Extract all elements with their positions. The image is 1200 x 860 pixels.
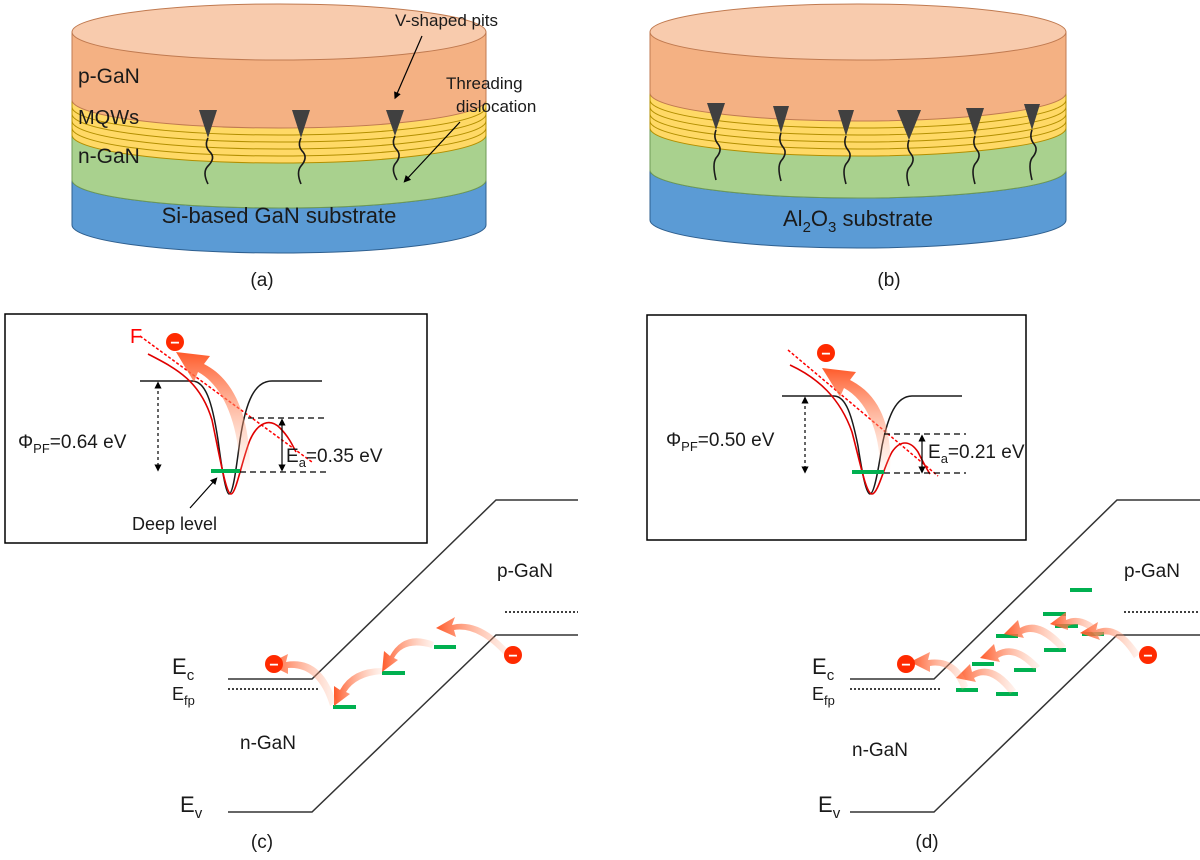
ec-label-d: Ec bbox=[812, 654, 835, 684]
hop-arrow bbox=[1050, 612, 1104, 638]
v-pit bbox=[966, 108, 984, 136]
threading-dislocation bbox=[972, 135, 980, 185]
dislocation-annotation-line2: dislocation bbox=[456, 97, 536, 116]
electron-sign: − bbox=[821, 346, 830, 363]
conduction-band-d bbox=[850, 499, 1200, 680]
electron-sign: − bbox=[901, 657, 910, 674]
v-pit bbox=[386, 110, 404, 136]
threading-dislocation bbox=[906, 139, 914, 187]
v-pit bbox=[773, 106, 789, 133]
p-gan-region-d: p-GaN bbox=[1124, 561, 1180, 582]
electron bbox=[1139, 646, 1157, 664]
electron bbox=[817, 344, 835, 362]
deep-level-label: Deep level bbox=[132, 514, 217, 534]
electron-sign: − bbox=[1143, 648, 1152, 665]
threading-dislocation bbox=[297, 137, 306, 185]
n-gan-label: n-GaN bbox=[78, 145, 140, 168]
electron bbox=[504, 646, 522, 664]
caption-c: (c) bbox=[251, 832, 273, 853]
threading-dislocation bbox=[713, 129, 721, 181]
v-pit bbox=[838, 110, 854, 136]
ea-label: Ea=0.21 eV bbox=[928, 442, 1025, 466]
inset-box-d bbox=[646, 314, 1027, 541]
panel-d: − ΦPF=0.50 eV Ea=0.21 eV Ec Efp Ev n-GaN… bbox=[646, 314, 1200, 853]
field-label: F bbox=[130, 326, 142, 348]
pits-pointer bbox=[394, 35, 423, 100]
threading-dislocation bbox=[843, 135, 851, 185]
hop-arrow bbox=[910, 652, 968, 690]
dislocation-annotation-line1: Threading bbox=[446, 74, 523, 93]
n-gan-region-c: n-GaN bbox=[240, 733, 296, 754]
electron-sign: − bbox=[269, 657, 278, 674]
efp-label-d: Efp bbox=[812, 684, 835, 708]
deep-level-pointer bbox=[189, 477, 218, 509]
electron-sign: − bbox=[170, 335, 179, 352]
substrate-label: Si-based GaN substrate bbox=[162, 203, 397, 228]
threading-dislocation bbox=[778, 132, 786, 182]
caption-d: (d) bbox=[915, 832, 938, 853]
pits-annotation: V-shaped pits bbox=[395, 11, 498, 30]
p-gan-label: p-GaN bbox=[78, 65, 140, 88]
potential-well-black bbox=[140, 380, 322, 495]
hop-arrow bbox=[334, 668, 382, 706]
caption-a: (a) bbox=[250, 270, 273, 291]
ev-label-c: Ev bbox=[180, 792, 203, 822]
panel-c: F − ΦPF=0.64 eV Ea=0.35 eV Deep level Ec… bbox=[4, 313, 578, 853]
emission-arrow bbox=[176, 352, 250, 470]
threading-dislocation bbox=[204, 137, 214, 185]
electron bbox=[265, 655, 283, 673]
threading-dislocation bbox=[392, 135, 400, 181]
v-pit bbox=[897, 110, 921, 140]
hop-arrow bbox=[1004, 620, 1066, 650]
v-pit bbox=[199, 110, 217, 138]
substrate-label-b: Al2O3 substrate bbox=[783, 206, 933, 236]
conduction-band-c bbox=[228, 499, 578, 680]
potential-well-black bbox=[782, 395, 962, 495]
electron bbox=[166, 333, 184, 351]
electron-sign: − bbox=[508, 648, 517, 665]
hop-arrow bbox=[980, 644, 1040, 670]
caption-b: (b) bbox=[877, 270, 900, 291]
emission-arrow bbox=[822, 368, 891, 470]
hop-arrow bbox=[382, 638, 434, 672]
ev-label-d: Ev bbox=[818, 792, 841, 822]
threading-dislocation bbox=[1029, 129, 1037, 181]
valence-band-d bbox=[850, 634, 1200, 813]
ea-label: Ea=0.35 eV bbox=[286, 446, 383, 470]
phi-label: ΦPF=0.64 eV bbox=[18, 432, 127, 456]
hop-arrow bbox=[956, 664, 1016, 694]
electron bbox=[897, 655, 915, 673]
v-pit bbox=[292, 110, 310, 138]
mqws-label: MQWs bbox=[78, 107, 139, 129]
n-gan-region-d: n-GaN bbox=[852, 740, 908, 761]
p-gan-region-c: p-GaN bbox=[497, 561, 553, 582]
efp-label-c: Efp bbox=[172, 684, 195, 708]
hop-arrow bbox=[436, 617, 510, 656]
phi-label: ΦPF=0.50 eV bbox=[666, 430, 775, 454]
v-pit bbox=[707, 103, 725, 130]
valence-band-c bbox=[228, 634, 578, 813]
v-pit bbox=[1024, 104, 1040, 130]
panel-b: Al2O3 substrate (b) bbox=[649, 3, 1067, 291]
potential-well-red bbox=[789, 364, 931, 495]
panel-a: p-GaN MQWs n-GaN Si-based GaN substrate … bbox=[71, 3, 536, 291]
hop-arrow bbox=[268, 654, 336, 706]
field-line bbox=[787, 349, 939, 477]
ec-label-c: Ec bbox=[172, 654, 195, 684]
dislocation-pointer bbox=[403, 121, 461, 183]
